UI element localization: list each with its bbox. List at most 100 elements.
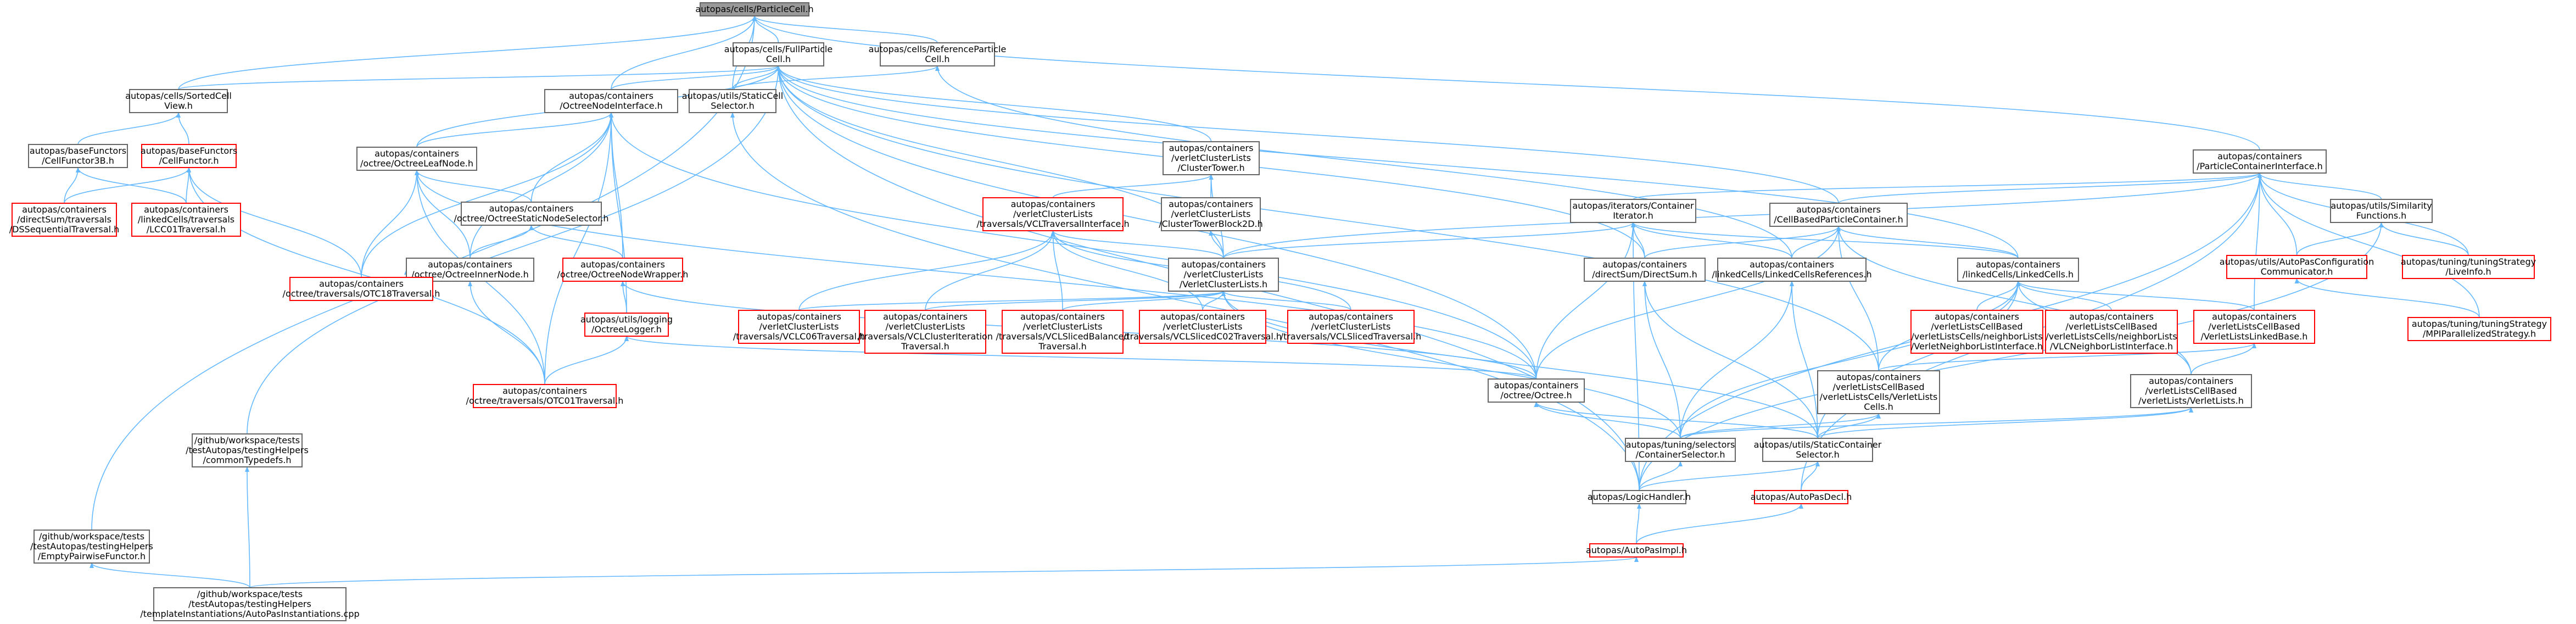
node-label-line: autopas/containers xyxy=(1796,204,1881,215)
graph-node-n36[interactable]: autopas/containers/verletListsCellBased/… xyxy=(2045,310,2178,354)
graph-node-n40[interactable]: autopas/containers/verletListsCellBased/… xyxy=(1817,370,1940,414)
graph-node-n48[interactable]: autopas/AutoPasImpl.h xyxy=(1586,543,1687,558)
node-label-line: /traversals/VCLC06Traversal.h xyxy=(733,331,865,342)
graph-node-n6[interactable]: autopas/containers/ParticleContainerInte… xyxy=(2193,149,2327,174)
node-label-line: /octree/Octree.h xyxy=(1500,390,1572,400)
dependency-edge xyxy=(186,167,191,204)
node-box xyxy=(2407,317,2551,341)
dependency-edge xyxy=(2258,172,2382,200)
node-box xyxy=(584,313,669,337)
node-label-line: autopas/containers xyxy=(1169,143,1254,153)
node-box xyxy=(1717,258,1867,282)
dependency-edge xyxy=(1838,172,2262,204)
graph-node-n21[interactable]: autopas/containers/verletClusterLists/Ve… xyxy=(1168,258,1279,292)
node-label-line: autopas/tuning/tuningStrategy xyxy=(2412,319,2547,329)
node-label-line: /github/workspace/tests xyxy=(39,531,144,542)
node-label-line: autopas/AutoPasDecl.h xyxy=(1751,492,1852,502)
node-box xyxy=(1589,543,1684,558)
node-label-line: /octree/OctreeStaticNodeSelector.h xyxy=(454,213,608,224)
graph-node-n38[interactable]: autopas/tuning/tuningStrategy/MPIParalle… xyxy=(2407,317,2551,341)
node-box xyxy=(982,197,1124,231)
graph-node-n20[interactable]: autopas/containers/verletClusterLists/Cl… xyxy=(1159,197,1263,231)
graph-node-n44[interactable]: /github/workspace/tests/testAutopas/test… xyxy=(186,433,309,467)
graph-node-n33[interactable]: autopas/utils/AutoPasConfigurationCommun… xyxy=(2220,255,2374,279)
graph-node-n34[interactable]: autopas/tuning/tuningStrategy/LiveInfo.h xyxy=(2401,255,2536,279)
graph-node-n7[interactable]: autopas/baseFunctors/CellFunctor3B.h xyxy=(28,144,128,168)
node-label-line: autopas/utils/StaticContainer xyxy=(1754,439,1882,450)
node-label-line: autopas/containers xyxy=(428,259,512,270)
graph-node-n29[interactable]: autopas/containers/directSum/DirectSum.h xyxy=(1584,258,1706,282)
graph-node-n24[interactable]: autopas/containers/verletClusterLists/tr… xyxy=(996,310,1130,354)
node-label-line: autopas/containers xyxy=(489,203,574,214)
graph-node-n9[interactable]: autopas/containers/directSum/traversals/… xyxy=(9,203,120,237)
node-label-line: /verletClusterLists xyxy=(1013,209,1093,219)
graph-node-n46[interactable]: autopas/AutoPasDecl.h xyxy=(1751,490,1852,504)
graph-node-n0[interactable]: autopas/cells/ParticleCell.h xyxy=(695,2,814,16)
dependency-edge xyxy=(624,336,1537,380)
graph-node-n25[interactable]: autopas/containers/verletClusterLists/tr… xyxy=(1124,310,1282,344)
graph-node-n16[interactable]: autopas/containers/octree/traversals/OTC… xyxy=(466,384,624,408)
graph-node-n28[interactable]: autopas/containers/CellBasedParticleCont… xyxy=(1769,203,1908,227)
graph-node-n37[interactable]: autopas/containers/verletListsCellBased/… xyxy=(2193,310,2315,344)
node-box xyxy=(1488,378,1585,403)
node-box xyxy=(1002,310,1124,354)
node-box xyxy=(2045,310,2178,354)
node-box xyxy=(1584,258,1706,282)
graph-node-n14[interactable]: autopas/containers/octree/OctreeNodeWrap… xyxy=(557,258,689,282)
graph-node-n41[interactable]: autopas/containers/verletListsCellBased/… xyxy=(2130,374,2252,408)
graph-node-n11[interactable]: autopas/containers/octree/OctreeLeafNode… xyxy=(356,147,477,171)
node-label-line: autopas/containers xyxy=(1750,259,1834,270)
graph-node-n42[interactable]: autopas/tuning/selectors/ContainerSelect… xyxy=(1625,438,1736,462)
node-box xyxy=(12,203,117,237)
dependency-edge xyxy=(530,112,613,203)
node-label-line: autopas/baseFunctors xyxy=(141,146,237,156)
graph-node-n15[interactable]: autopas/containers/octree/traversals/OTC… xyxy=(283,277,440,301)
graph-node-n26[interactable]: autopas/containers/verletClusterLists/tr… xyxy=(1281,310,1422,344)
graph-node-n39[interactable]: autopas/containers/octree/Octree.h xyxy=(1488,378,1585,403)
graph-node-n23[interactable]: autopas/containers/verletClusterLists/tr… xyxy=(858,310,993,354)
graph-node-n8[interactable]: autopas/baseFunctors/CellFunctor.h xyxy=(141,144,237,168)
node-label-line: /CellFunctor.h xyxy=(159,155,219,166)
node-box xyxy=(1161,197,1261,231)
graph-node-n47[interactable]: /github/workspace/tests/testAutopas/test… xyxy=(30,530,153,564)
dependency-edge xyxy=(1636,503,1803,544)
node-label-line: Traversal.h xyxy=(901,341,949,352)
node-box xyxy=(738,310,860,344)
graph-node-n4[interactable]: autopas/containers/OctreeNodeInterface.h xyxy=(544,89,678,113)
node-box xyxy=(406,258,534,282)
graph-node-n17[interactable]: autopas/utils/logging/OctreeLogger.h xyxy=(580,313,673,337)
graph-node-n13[interactable]: autopas/containers/octree/OctreeInnerNod… xyxy=(406,258,534,282)
node-label-line: autopas/cells/ParticleCell.h xyxy=(695,4,813,14)
dependency-edge xyxy=(249,556,1639,588)
node-label-line: autopas/containers xyxy=(1011,199,1096,209)
node-label-line: /templateInstantiations/AutoPasInstantia… xyxy=(140,609,359,619)
graph-node-n18[interactable]: autopas/containers/verletClusterLists/Cl… xyxy=(1163,141,1260,175)
graph-node-n22[interactable]: autopas/containers/verletClusterLists/tr… xyxy=(733,310,865,344)
graph-node-n35[interactable]: autopas/containers/verletListsCellBased/… xyxy=(1910,310,2043,354)
dependency-edge xyxy=(925,291,1226,311)
graph-node-n49[interactable]: /github/workspace/tests/testAutopas/test… xyxy=(140,587,360,621)
dependency-edge xyxy=(1644,226,1841,259)
node-label-line: /traversals/VCLTraversalInterface.h xyxy=(976,219,1129,229)
node-label-line: autopas/containers xyxy=(2212,311,2296,322)
node-label-line: /verletLists/VerletLists.h xyxy=(2138,395,2244,406)
graph-node-n30[interactable]: autopas/containers/linkedCells/LinkedCel… xyxy=(1712,258,1872,282)
graph-node-n12[interactable]: autopas/containers/octree/OctreeStaticNo… xyxy=(454,202,609,226)
graph-node-n45[interactable]: autopas/LogicHandler.h xyxy=(1588,490,1691,504)
dependency-edge xyxy=(470,112,613,259)
node-label-line: autopas/tuning/tuningStrategy xyxy=(2401,257,2536,267)
graph-node-n31[interactable]: autopas/containers/linkedCells/LinkedCel… xyxy=(1957,258,2079,282)
dependency-edge xyxy=(611,65,781,90)
graph-node-n10[interactable]: autopas/containers/linkedCells/traversal… xyxy=(131,203,241,237)
dependency-edge xyxy=(1050,230,1224,259)
graph-node-n19[interactable]: autopas/containers/verletClusterLists/tr… xyxy=(976,197,1130,231)
node-label-line: Cells.h xyxy=(1864,402,1893,412)
